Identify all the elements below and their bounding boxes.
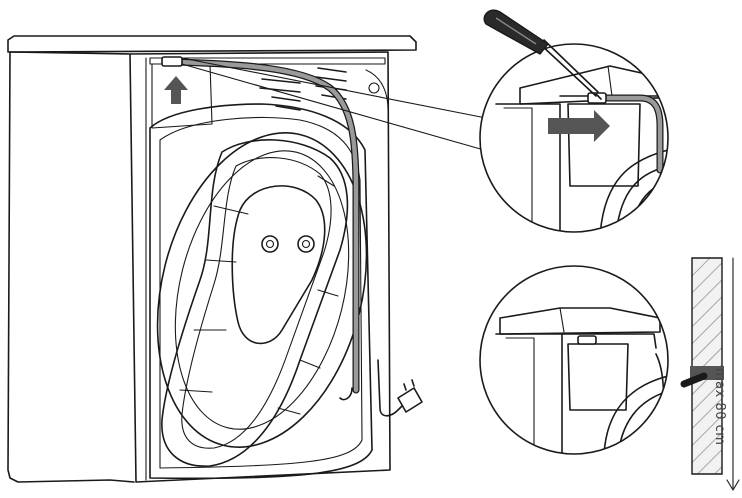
wall-exterior — [680, 257, 724, 475]
power-cord — [377, 359, 409, 417]
filter-housing — [161, 139, 349, 467]
drain-hose — [172, 58, 360, 394]
arrow-down-icon — [726, 257, 740, 491]
screwdriver-icon — [483, 9, 602, 100]
detail-circle-unscrew — [479, 43, 669, 233]
top-rail — [149, 57, 386, 65]
upper-recess — [151, 63, 213, 129]
dryer-top-lid — [7, 35, 417, 53]
dryer-back-panel — [129, 51, 391, 483]
dryer-side-panel — [7, 51, 135, 483]
callout-line-top — [181, 57, 487, 119]
hose-connector — [161, 56, 183, 67]
dryer-rear-view — [7, 35, 487, 483]
max-distance-label: max 80 cm — [712, 368, 727, 446]
arrow-up-icon — [164, 76, 188, 104]
detail-circle-install — [479, 265, 669, 455]
callout-line-bottom — [181, 63, 485, 151]
bolt-right — [297, 235, 315, 253]
bolt-left — [261, 235, 279, 253]
power-plug-icon — [397, 379, 423, 413]
arrow-right-icon — [548, 110, 610, 142]
central-lobe — [231, 185, 326, 345]
